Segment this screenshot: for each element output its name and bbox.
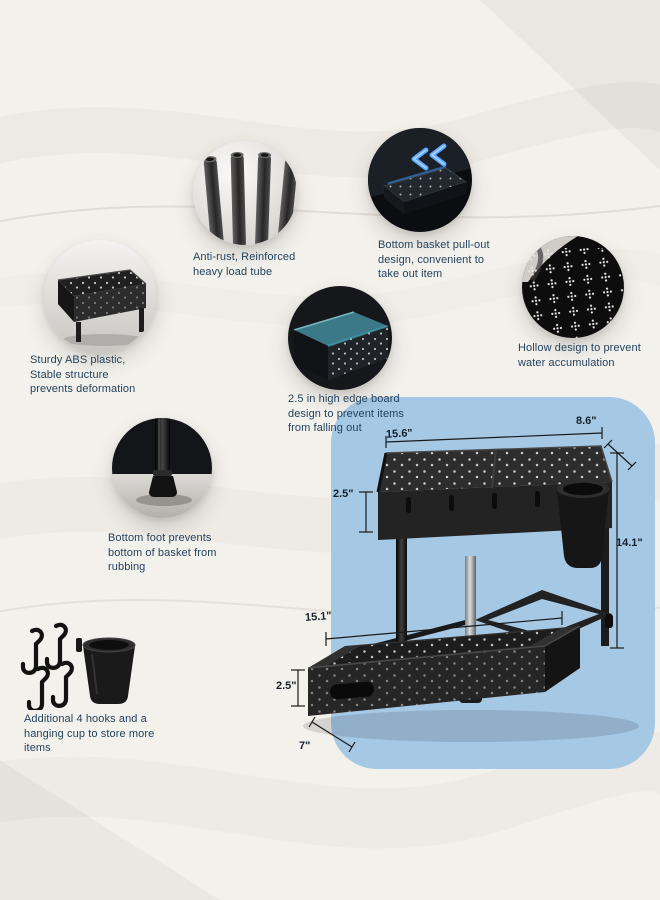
dim-bottom-basket-length: 15.1": [304, 610, 333, 624]
feature-label-abs: Sturdy ABS plastic, Stable structure pre…: [30, 354, 136, 396]
bottom-foot-photo: [112, 418, 212, 518]
feature-label-pullout: Bottom basket pull-out design, convenien…: [378, 239, 490, 281]
feature-label-edge: 2.5 in high edge board design to prevent…: [288, 393, 405, 435]
steel-tubes-photo: [193, 141, 297, 245]
dim-top-basket-depth: 8.6": [576, 415, 597, 427]
product-dimension-drawing: [291, 427, 639, 753]
feature-label-foot: Bottom foot prevents bottom of basket fr…: [108, 532, 217, 574]
dim-bottom-edge-height: 2.5": [276, 680, 297, 692]
feature-label-tubes: Anti-rust, Reinforced heavy load tube: [193, 251, 296, 278]
hooks-and-cup-photo: [18, 620, 136, 710]
edge-board-photo: [288, 286, 392, 390]
dim-top-basket-length: 15.6": [385, 427, 413, 441]
feature-label-hooks: Additional 4 hooks and a hanging cup to …: [24, 713, 155, 755]
abs-basket-photo: [44, 240, 156, 352]
hollow-surface-photo: [522, 236, 624, 338]
dim-top-edge-height: 2.5": [333, 488, 354, 500]
pull-out-basket-photo: [368, 128, 472, 232]
dim-bottom-basket-depth: 7": [299, 740, 311, 752]
feature-label-hollow: Hollow design to prevent water accumulat…: [518, 342, 641, 369]
dim-overall-height: 14.1": [616, 537, 643, 549]
